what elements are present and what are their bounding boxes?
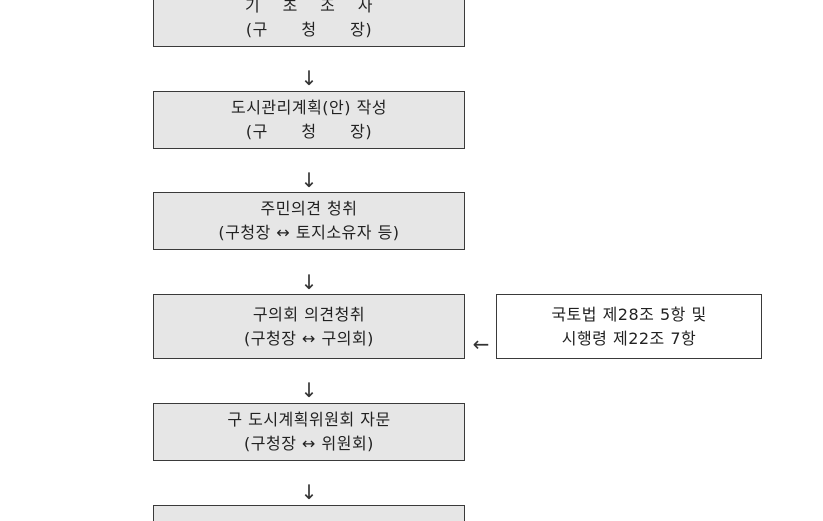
flow-step-council-hearing: 구의회 의견청취 (구청장 ↔ 구의회) [153,294,465,359]
step-title: 구 도시계획위원회 자문 [227,410,391,429]
note-line: 시행령 제22조 7항 [561,328,697,348]
step-actor: (구청장 ↔ 구의회) [244,328,374,348]
step-title: 기 초 조 사 [245,0,373,15]
flow-step-next [153,505,465,521]
step-title: 구의회 의견청취 [252,304,366,324]
step-actor: (구청장 ↔ 위원회) [244,434,374,453]
arrow-down-icon: ↓ [300,480,318,504]
step-actor: (구청장 ↔ 토지소유자 등) [218,223,400,242]
step-actor: (구 청 장) [245,19,373,39]
step-actor: (구 청 장) [245,122,373,141]
note-line: 국토법 제28조 5항 및 [551,304,707,324]
arrow-down-icon: ↓ [300,378,318,402]
flow-step-committee-advice: 구 도시계획위원회 자문 (구청장 ↔ 위원회) [153,403,465,461]
step-title: 도시관리계획(안) 작성 [230,98,388,117]
arrow-down-icon: ↓ [300,270,318,294]
arrow-down-icon: ↓ [300,168,318,192]
flow-step-resident-hearing: 주민의견 청취 (구청장 ↔ 토지소유자 등) [153,192,465,250]
arrow-down-icon: ↓ [300,66,318,90]
flow-step-plan-draft: 도시관리계획(안) 작성 (구 청 장) [153,91,465,149]
flow-step-basic-survey: 기 초 조 사 (구 청 장) [153,0,465,47]
arrow-left-icon: ← [472,332,490,356]
step-title: 주민의견 청취 [260,199,358,218]
legal-reference-note: 국토법 제28조 5항 및 시행령 제22조 7항 [496,294,762,359]
